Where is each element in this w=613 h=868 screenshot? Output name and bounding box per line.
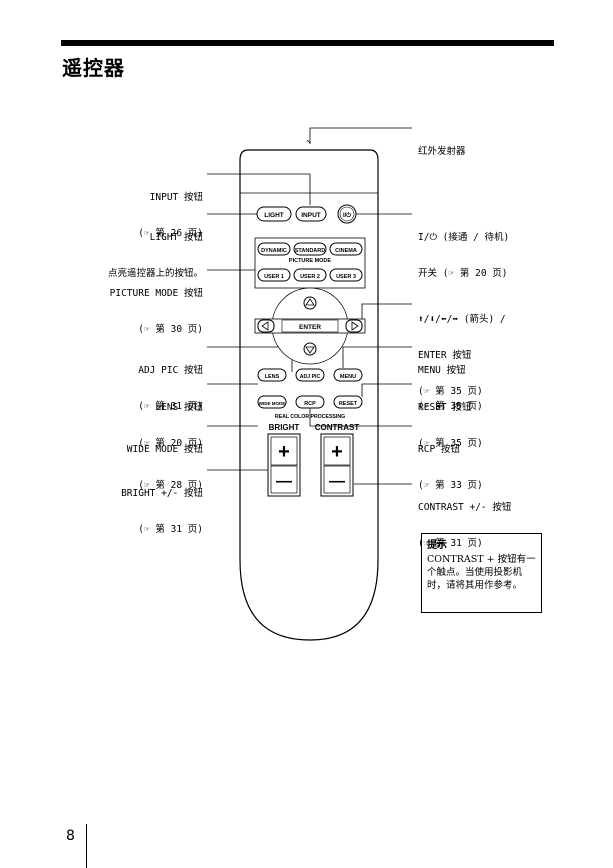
adj-pic-button: ADJ PIC (300, 374, 321, 380)
arrow-down-icon (305, 346, 315, 354)
callout-rcp: RCP 按钮 (☞ 第 33 页) (418, 420, 483, 504)
callout-text: (☞ 第 31 页) (418, 538, 483, 549)
user1-button: USER 1 (264, 274, 284, 280)
light-button: LIGHT (264, 212, 284, 219)
callout-text: I/⏻ (接通 / 待机) (418, 232, 510, 243)
user2-button: USER 2 (300, 274, 320, 280)
callout-text: (☞ 第 35 页) (418, 386, 483, 397)
callout-arrows: ⬆/⬇/⬅/➡ (箭头) / ENTER 按钮 (☞ 第 35 页) (418, 290, 506, 410)
callout-input: INPUT 按钮 (☞ 第 26 页) (138, 168, 203, 252)
reset-button: RESET (339, 401, 358, 407)
callout-text: ADJ PIC 按钮 (138, 365, 203, 376)
contrast-minus-button: — (329, 473, 345, 490)
power-button: I/⏻ (343, 212, 351, 219)
callout-text: ENTER 按钮 (418, 350, 472, 361)
callout-text: CONTRAST +/- 按钮 (418, 502, 512, 513)
callout-lens: LENS 按钮 (☞ 第 20 页) (138, 378, 203, 462)
callout-text: BRIGHT +/- 按钮 (121, 488, 203, 499)
hint-box: 提示 CONTRAST + 按钮有一个触点。当使用投影机时，请将其用作参考。 (421, 533, 542, 613)
callout-text: (☞ 第 28 页) (138, 480, 203, 491)
header-rule (61, 40, 554, 46)
bright-label: BRIGHT (269, 423, 300, 432)
arrow-left-icon (261, 321, 269, 331)
input-button: INPUT (301, 212, 321, 219)
page-title: 遥控器 (62, 56, 125, 80)
bright-minus-button: — (276, 473, 292, 490)
callout-menu: MENU 按钮 (☞ 第 35 页) (418, 341, 483, 425)
callout-text: LIGHT 按钮 (149, 232, 203, 243)
cinema-button: CINEMA (335, 248, 357, 254)
callout-text: INPUT 按钮 (149, 192, 203, 203)
dynamic-button: DYNAMIC (261, 248, 287, 254)
arrow-right-icon (351, 321, 359, 331)
callout-ir: 红外发射器 (418, 122, 466, 170)
callout-light: LIGHT 按钮 点亮遥控器上的按钮。 (108, 208, 203, 292)
wide-mode-button: WIDE MODE (259, 401, 286, 406)
callout-reset: RESET 按钮 (☞ 第 35 页) (418, 378, 483, 462)
callout-text: WIDE MODE 按钮 (126, 444, 203, 455)
hint-body: CONTRAST + 按钮有一个触点。当使用投影机时，请将其用作参考。 (427, 554, 536, 591)
callout-text: RESET 按钮 (418, 402, 472, 413)
callout-text: (☞ 第 26 页) (138, 228, 203, 239)
rcp-button: RCP (304, 401, 316, 407)
real-color-label: REAL COLOR PROCESSING (275, 414, 345, 420)
hint-title: 提示 (427, 540, 447, 551)
callout-text: ⬆/⬇/⬅/➡ (箭头) / (418, 314, 506, 325)
callout-power: I/⏻ (接通 / 待机) 开关 (☞ 第 20 页) (418, 208, 509, 292)
standard-button: STANDARD (295, 248, 325, 254)
callout-text: 红外发射器 (418, 146, 466, 157)
picture-mode-label: PICTURE MODE (289, 258, 332, 264)
bright-plus-button: + (278, 441, 290, 463)
callout-text: (☞ 第 35 页) (418, 438, 483, 449)
callout-contrast: CONTRAST +/- 按钮 (☞ 第 31 页) (418, 478, 511, 562)
callout-adj-pic: ADJ PIC 按钮 (☞ 第 31 页) (138, 341, 203, 425)
page-number-rule (86, 824, 87, 868)
callout-text: (☞ 第 35 页) (418, 401, 483, 412)
callout-wide-mode: WIDE MODE 按钮 (☞ 第 28 页) (127, 420, 203, 504)
enter-button: ENTER (299, 324, 321, 331)
callout-bright: BRIGHT +/- 按钮 (☞ 第 31 页) (121, 464, 203, 548)
callout-text: RCP 按钮 (418, 444, 460, 455)
callout-text: (☞ 第 31 页) (138, 401, 203, 412)
callout-text: (☞ 第 33 页) (418, 480, 483, 491)
callout-text: 开关 (☞ 第 20 页) (418, 268, 508, 279)
callout-text: MENU 按钮 (418, 365, 466, 376)
arrow-up-icon (305, 298, 315, 306)
callout-text: (☞ 第 30 页) (138, 324, 203, 335)
lens-button: LENS (265, 374, 280, 380)
page-number: 8 (66, 828, 75, 844)
user3-button: USER 3 (336, 274, 356, 280)
menu-button: MENU (340, 374, 356, 380)
callout-text: (☞ 第 31 页) (138, 524, 203, 535)
contrast-label: CONTRAST (315, 423, 360, 432)
callout-text: 点亮遥控器上的按钮。 (107, 268, 203, 279)
callout-text: LENS 按钮 (155, 402, 203, 413)
callout-text: (☞ 第 20 页) (138, 438, 203, 449)
callout-picture-mode: PICTURE MODE 按钮 (☞ 第 30 页) (110, 264, 203, 348)
callout-text: PICTURE MODE 按钮 (109, 288, 203, 299)
contrast-plus-button: + (331, 441, 343, 463)
